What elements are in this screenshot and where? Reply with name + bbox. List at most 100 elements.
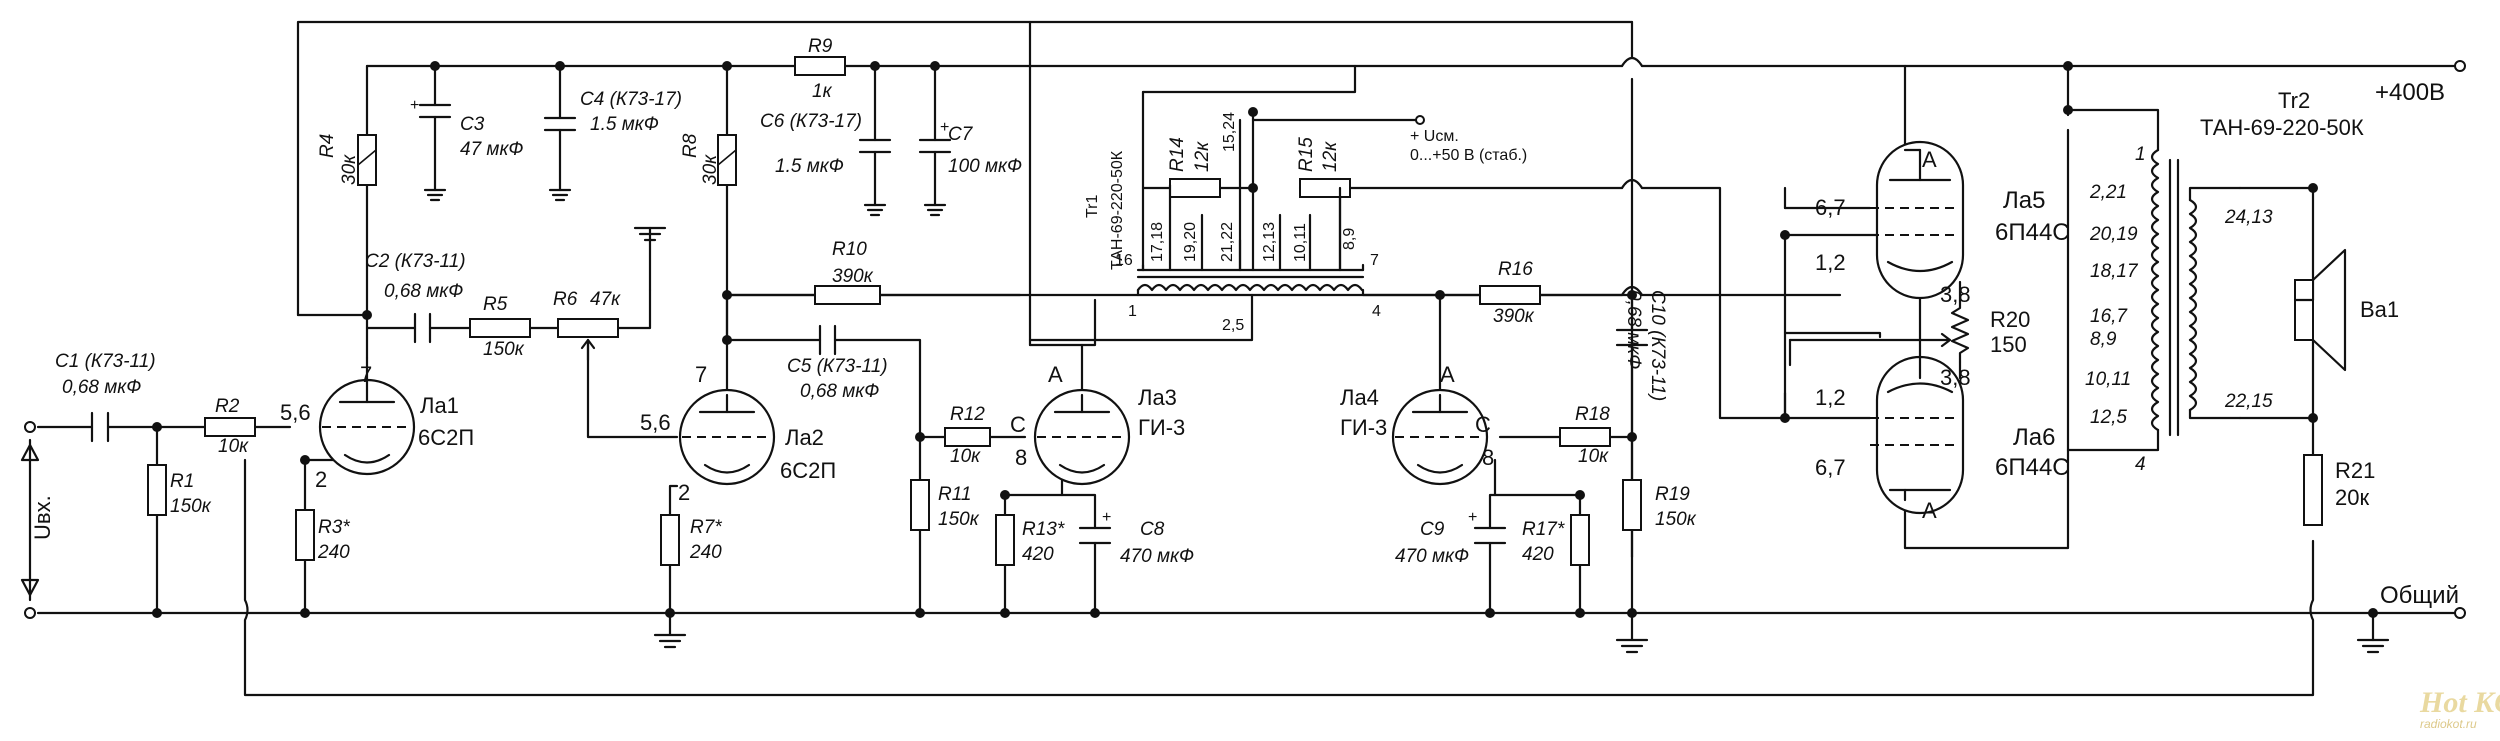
svg-text:420: 420 xyxy=(1022,544,1054,565)
svg-text:Ла1: Ла1 xyxy=(420,393,459,418)
svg-text:8: 8 xyxy=(1482,445,1494,470)
svg-text:+: + xyxy=(940,119,949,136)
svg-text:18,17: 18,17 xyxy=(2090,261,2139,282)
svg-text:C2 (К73-11): C2 (К73-11) xyxy=(365,251,466,272)
svg-text:radiokot.ru: radiokot.ru xyxy=(2420,717,2477,731)
svg-text:Tr1: Tr1 xyxy=(1084,194,1101,218)
svg-text:420: 420 xyxy=(1522,544,1554,565)
svg-text:8,9: 8,9 xyxy=(2090,329,2117,350)
tube-la2 xyxy=(678,388,776,486)
svg-text:1,2: 1,2 xyxy=(1815,250,1846,275)
capacitors: + + + + xyxy=(90,97,1649,545)
svg-text:R2: R2 xyxy=(215,396,240,417)
svg-text:R1: R1 xyxy=(170,471,194,492)
svg-text:150к: 150к xyxy=(483,339,525,360)
r6-body xyxy=(557,318,619,338)
svg-text:150к: 150к xyxy=(170,496,212,517)
svg-text:7: 7 xyxy=(1370,252,1379,269)
svg-text:R15: R15 xyxy=(1296,137,1317,172)
resistors xyxy=(147,56,2323,566)
r9-body xyxy=(794,56,846,76)
svg-text:Ла4: Ла4 xyxy=(1340,385,1379,410)
r20-body xyxy=(1950,298,1970,364)
svg-text:C5 (К73-11): C5 (К73-11) xyxy=(787,356,888,377)
svg-text:5,6: 5,6 xyxy=(640,410,671,435)
svg-text:6С2П: 6С2П xyxy=(780,458,836,483)
svg-text:7: 7 xyxy=(695,362,707,387)
svg-text:R18: R18 xyxy=(1575,404,1610,425)
r5-body xyxy=(469,318,531,338)
svg-text:ГИ-3: ГИ-3 xyxy=(1138,415,1185,440)
svg-text:240: 240 xyxy=(689,542,722,563)
svg-text:R4: R4 xyxy=(317,134,338,158)
tube-la4 xyxy=(1391,388,1489,486)
tube-la1 xyxy=(318,356,416,476)
svg-text:R12: R12 xyxy=(950,404,985,425)
svg-text:12,5: 12,5 xyxy=(2090,407,2127,428)
svg-text:8,9: 8,9 xyxy=(1341,228,1358,250)
svg-text:2,21: 2,21 xyxy=(2089,182,2127,203)
svg-text:21,22: 21,22 xyxy=(1219,222,1236,262)
svg-text:ТАН-69-220-50К: ТАН-69-220-50К xyxy=(1109,150,1126,270)
svg-text:R21: R21 xyxy=(2335,458,2375,483)
svg-text:ТАН-69-220-50К: ТАН-69-220-50К xyxy=(2200,115,2364,140)
r2-body xyxy=(204,417,256,437)
svg-text:3,8: 3,8 xyxy=(1940,282,1971,307)
svg-text:10к: 10к xyxy=(218,436,249,457)
svg-text:2: 2 xyxy=(315,467,327,492)
svg-text:1к: 1к xyxy=(812,81,833,102)
svg-text:30к: 30к xyxy=(339,154,360,185)
r15-body xyxy=(1299,178,1351,198)
svg-text:Tr2: Tr2 xyxy=(2278,88,2310,113)
svg-text:А: А xyxy=(1922,147,1937,172)
svg-text:R6: R6 xyxy=(553,289,578,310)
svg-text:Ла5: Ла5 xyxy=(2003,187,2045,214)
r10-body xyxy=(814,285,881,305)
svg-text:0,68 мкФ: 0,68 мкФ xyxy=(62,377,141,398)
svg-text:С: С xyxy=(1010,412,1026,437)
svg-text:20к: 20к xyxy=(2335,485,2369,510)
r12-body xyxy=(944,427,991,447)
svg-text:C4 (К73-17): C4 (К73-17) xyxy=(580,89,682,110)
svg-text:ГИ-3: ГИ-3 xyxy=(1340,415,1387,440)
svg-text:R16: R16 xyxy=(1498,259,1533,280)
r18-body xyxy=(1559,427,1611,447)
svg-text:R7*: R7* xyxy=(690,517,722,538)
tube-la5 xyxy=(1870,140,1965,300)
svg-text:16,7: 16,7 xyxy=(2090,306,2128,327)
r1-body xyxy=(147,464,167,516)
svg-text:1.5 мкФ: 1.5 мкФ xyxy=(775,156,844,177)
svg-text:1.5 мкФ: 1.5 мкФ xyxy=(590,114,659,135)
svg-text:6П44С: 6П44С xyxy=(1995,219,2070,246)
r4-body xyxy=(357,134,377,186)
svg-text:R9: R9 xyxy=(808,36,833,57)
tube-la6 xyxy=(1870,338,1965,515)
svg-text:10к: 10к xyxy=(1578,446,1609,467)
svg-text:1: 1 xyxy=(2135,144,2146,165)
svg-text:6,7: 6,7 xyxy=(1815,195,1846,220)
watermark-logo: Hot KOT radiokot.ru xyxy=(2419,686,2500,731)
svg-text:470 мкФ: 470 мкФ xyxy=(1120,546,1194,567)
svg-text:Ла2: Ла2 xyxy=(785,425,824,450)
svg-text:R14: R14 xyxy=(1167,137,1188,172)
svg-text:6,7: 6,7 xyxy=(1815,455,1846,480)
svg-text:17,18: 17,18 xyxy=(1149,222,1166,262)
svg-text:24,13: 24,13 xyxy=(2224,207,2273,228)
svg-text:0,68 мкФ: 0,68 мкФ xyxy=(1623,290,1644,369)
svg-text:150к: 150к xyxy=(938,509,980,530)
svg-text:А: А xyxy=(1922,498,1937,523)
svg-text:С: С xyxy=(1475,412,1491,437)
svg-text:+: + xyxy=(1102,509,1111,526)
svg-text:C9: C9 xyxy=(1420,519,1445,540)
svg-text:150: 150 xyxy=(1990,332,2027,357)
svg-text:C7: C7 xyxy=(948,124,974,145)
svg-text:6П44С: 6П44С xyxy=(1995,454,2070,481)
svg-text:C10 (К73-11): C10 (К73-11) xyxy=(1647,290,1668,401)
svg-text:0,68 мкФ: 0,68 мкФ xyxy=(800,381,879,402)
svg-text:4: 4 xyxy=(2135,454,2146,475)
svg-text:А: А xyxy=(1440,362,1455,387)
svg-text:47 мкФ: 47 мкФ xyxy=(460,139,524,160)
label-b-plus: +400В xyxy=(2375,79,2445,106)
r11-body xyxy=(910,479,930,531)
